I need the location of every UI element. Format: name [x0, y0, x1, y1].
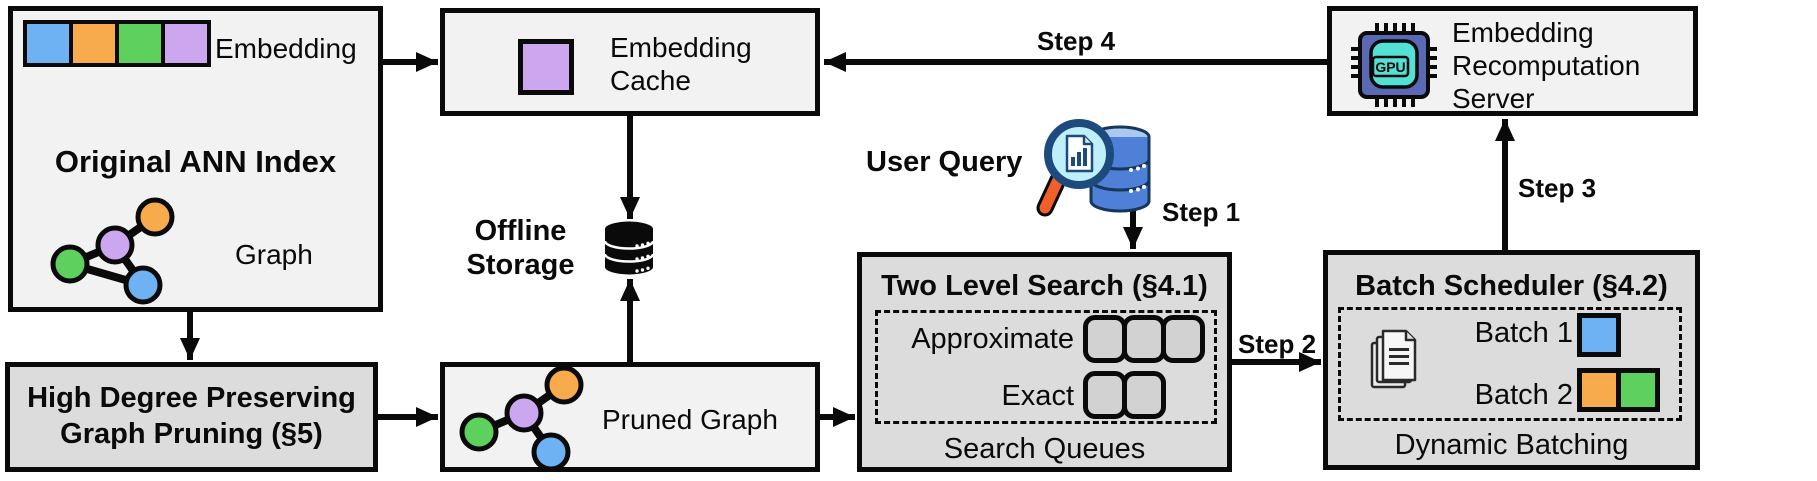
exact-label: Exact [1001, 380, 1074, 412]
server-title-line3: Server [1452, 83, 1535, 115]
pruned-node-purple [504, 393, 544, 433]
user-query-icon [1036, 119, 1151, 217]
recomputation-server-box: GPU Embedding Recomputation Server [1327, 6, 1698, 116]
graph-node-orange [135, 197, 175, 237]
batch2-item-orange [1577, 368, 1621, 412]
user-query-label: User Query [866, 146, 1023, 178]
embedding-cache-title: Embedding Cache [610, 31, 752, 97]
two-level-search-box: Two Level Search (§4.1) Approximate Exac… [857, 252, 1232, 472]
step3-label: Step 3 [1518, 173, 1597, 203]
server-title-line2: Recomputation [1452, 50, 1641, 82]
queue-slot [1122, 315, 1166, 363]
documents-stack-icon [1370, 329, 1417, 389]
pruned-graph-label: Pruned Graph [602, 404, 778, 435]
queue-slot [1161, 315, 1205, 363]
embedding-cell-purple [165, 24, 207, 63]
queue-slot [1083, 315, 1127, 363]
batch1-item-blue [1577, 313, 1621, 357]
batch2-item-green [1616, 368, 1660, 412]
embedding-label: Embedding [215, 33, 357, 64]
search-queues-caption: Search Queues [943, 433, 1146, 465]
queue-slot [1083, 371, 1127, 419]
step2-label: Step 2 [1238, 329, 1317, 359]
pruned-node-orange [544, 365, 584, 405]
graph-pruning-title-line1: High Degree Preserving [27, 382, 356, 415]
graph-node-purple [95, 225, 135, 265]
batch1-label: Batch 1 [1474, 317, 1573, 349]
approximate-label: Approximate [911, 323, 1074, 355]
batch2-label: Batch 2 [1474, 379, 1573, 411]
batch-scheduler-title: Batch Scheduler (§4.2) [1355, 270, 1668, 302]
graph-pruning-title-line2: Graph Pruning (§5) [60, 418, 323, 450]
gpu-chip-icon: GPU [1351, 23, 1437, 107]
batching-dashed-panel [1338, 307, 1682, 421]
recomputation-server-title: Embedding Recomputation Server [1452, 16, 1640, 115]
graph-icon [50, 197, 175, 305]
step4-label: Step 4 [1037, 26, 1116, 56]
graph-node-blue [123, 265, 163, 305]
embedding-vector-icon [23, 20, 211, 67]
offline-storage-database-icon [603, 221, 655, 275]
cached-embedding-icon [518, 39, 574, 95]
approximate-queue-slots [1083, 315, 1205, 363]
pruned-graph-icon [459, 365, 584, 472]
batch-scheduler-box: Batch Scheduler (§4.2) Batch 1 Batch 2 D… [1323, 250, 1700, 470]
embedding-cache-title-line1: Embedding [610, 32, 752, 63]
ann-index-title: Original ANN Index [54, 144, 337, 179]
graph-label: Graph [235, 239, 313, 270]
server-title-line1: Embedding [1452, 17, 1594, 48]
pruned-node-green [459, 412, 499, 452]
dynamic-batching-caption: Dynamic Batching [1394, 429, 1629, 461]
step1-label: Step 1 [1162, 197, 1241, 227]
embedding-cell-green [119, 24, 161, 63]
gpu-chip-label: GPU [1375, 59, 1405, 75]
embedding-cache-title-line2: Cache [610, 65, 691, 97]
graph-node-green [50, 244, 90, 284]
pruned-graph-box: Pruned Graph [440, 362, 820, 472]
queue-slot [1122, 371, 1166, 419]
original-ann-index-box: Embedding Original ANN Index Graph [8, 6, 383, 312]
graph-pruning-box: High Degree Preserving Graph Pruning (§5… [5, 362, 378, 472]
embedding-cache-box: Embedding Cache [440, 8, 820, 116]
exact-queue-slots [1083, 371, 1166, 419]
two-level-search-title: Two Level Search (§4.1) [881, 270, 1208, 302]
pruned-node-blue [531, 432, 571, 472]
embedding-cell-blue [27, 24, 69, 63]
search-queues-dashed-panel [875, 310, 1217, 424]
embedding-cell-orange [73, 24, 115, 63]
offline-storage-label: Offline Storage [466, 215, 575, 282]
